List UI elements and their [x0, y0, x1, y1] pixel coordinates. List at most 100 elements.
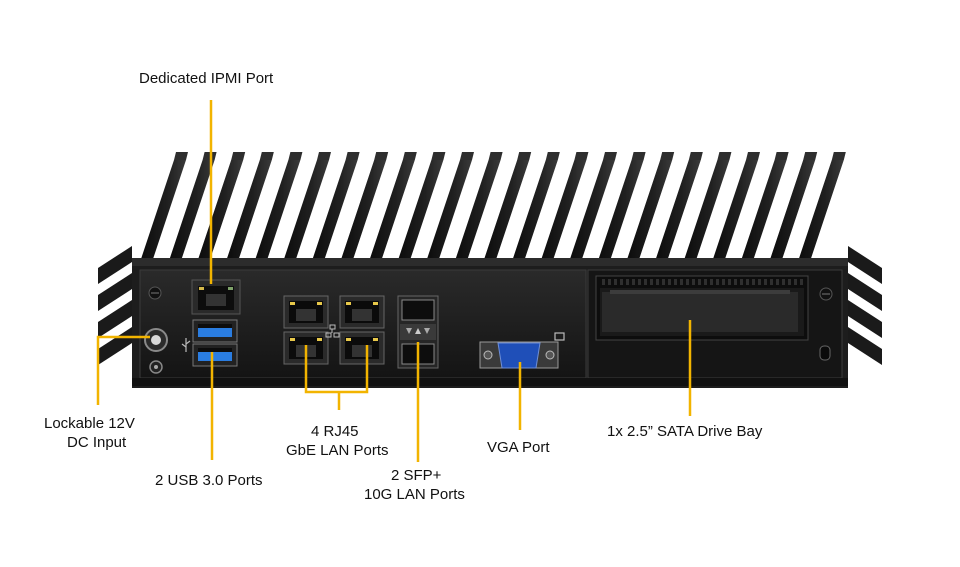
bay-vent — [734, 279, 737, 285]
fin — [712, 160, 758, 262]
bay-vent — [800, 279, 803, 285]
bay-vent — [656, 279, 659, 285]
bay-vent — [626, 279, 629, 285]
heatsink-fins — [140, 152, 846, 262]
fin — [426, 160, 472, 262]
fin-top — [317, 152, 331, 160]
label-rj45-line1: 4 RJ45 — [311, 423, 359, 440]
bay-vent — [710, 279, 713, 285]
fin — [740, 160, 787, 262]
fin-top — [660, 152, 675, 160]
sfp-ports — [397, 295, 439, 369]
fin-top — [631, 152, 646, 160]
monitor-icon — [554, 332, 565, 341]
bay-vent — [788, 279, 791, 285]
fin — [283, 160, 329, 262]
bay-vent — [746, 279, 749, 285]
fin-top — [174, 152, 188, 160]
fin-top — [488, 152, 503, 160]
bay-vent — [728, 279, 731, 285]
fin-top — [259, 152, 274, 160]
rj45-port — [339, 331, 385, 365]
fin-top — [746, 152, 760, 160]
usb-icon — [181, 338, 191, 352]
bay-vent — [704, 279, 707, 285]
fin-top — [774, 152, 789, 160]
bay-vent — [674, 279, 677, 285]
fin-top — [345, 152, 360, 160]
bay-vent — [782, 279, 785, 285]
bay-vent — [794, 279, 797, 285]
label-rj45-line2: GbE LAN Ports — [286, 442, 389, 459]
fin-top — [545, 152, 560, 160]
network-icon — [325, 324, 340, 338]
bay-vent — [764, 279, 767, 285]
fin-top — [831, 152, 846, 160]
label-ipmi: Dedicated IPMI Port — [139, 70, 274, 87]
dc-leader — [96, 335, 150, 405]
fin — [397, 160, 444, 262]
ipmi-port — [191, 279, 241, 315]
fin — [140, 160, 186, 262]
bay-vent — [752, 279, 755, 285]
bay-vent — [692, 279, 695, 285]
bay-vent — [668, 279, 671, 285]
bay-vent — [632, 279, 635, 285]
fin — [569, 160, 615, 262]
fin — [511, 160, 558, 262]
fin-top — [574, 152, 589, 160]
dc-input-jack — [144, 328, 168, 374]
bay-vent — [770, 279, 773, 285]
fin-top — [374, 152, 389, 160]
screw-icon — [148, 286, 833, 301]
callout-lines — [96, 100, 692, 462]
bay-vent — [662, 279, 665, 285]
bay-vent — [602, 279, 605, 285]
bay-vent — [758, 279, 761, 285]
rj45-port — [283, 295, 329, 329]
label-sfp-line2: 10G LAN Ports — [364, 486, 465, 503]
drive-bay — [595, 275, 809, 341]
label-vga: VGA Port — [487, 439, 550, 456]
lock-icon — [819, 345, 831, 361]
fin-top — [688, 152, 703, 160]
label-usb: 2 USB 3.0 Ports — [155, 472, 263, 489]
fin-top — [202, 152, 217, 160]
fin-top — [803, 152, 818, 160]
bay-vent — [722, 279, 725, 285]
fin-top — [717, 152, 732, 160]
fin — [311, 160, 358, 262]
label-sfp-line1: 2 SFP+ — [391, 467, 442, 484]
fin-top — [402, 152, 417, 160]
bay-vent — [776, 279, 779, 285]
bay-vent — [740, 279, 743, 285]
label-drive-bay: 1x 2.5” SATA Drive Bay — [607, 423, 763, 440]
fin — [654, 160, 701, 262]
bay-vent — [620, 279, 623, 285]
rj45-leader — [304, 345, 369, 394]
bay-vent — [638, 279, 641, 285]
side-fins — [98, 246, 882, 365]
fin — [368, 160, 415, 262]
fin — [540, 160, 587, 262]
usb-ports — [192, 319, 238, 367]
fin — [168, 160, 215, 262]
fin — [597, 160, 644, 262]
fin-top — [603, 152, 617, 160]
bay-vent — [650, 279, 653, 285]
bay-vent — [608, 279, 611, 285]
bay-vent — [680, 279, 683, 285]
fin — [483, 160, 530, 262]
bay-vent — [614, 279, 617, 285]
label-dc-line1: Lockable 12V — [44, 415, 135, 432]
fin-top — [517, 152, 532, 160]
fin — [626, 160, 673, 262]
fin — [797, 160, 844, 262]
bay-vent — [698, 279, 701, 285]
bay-vent — [644, 279, 647, 285]
fin-top — [231, 152, 246, 160]
bay-vent — [716, 279, 719, 285]
fin — [769, 160, 816, 262]
